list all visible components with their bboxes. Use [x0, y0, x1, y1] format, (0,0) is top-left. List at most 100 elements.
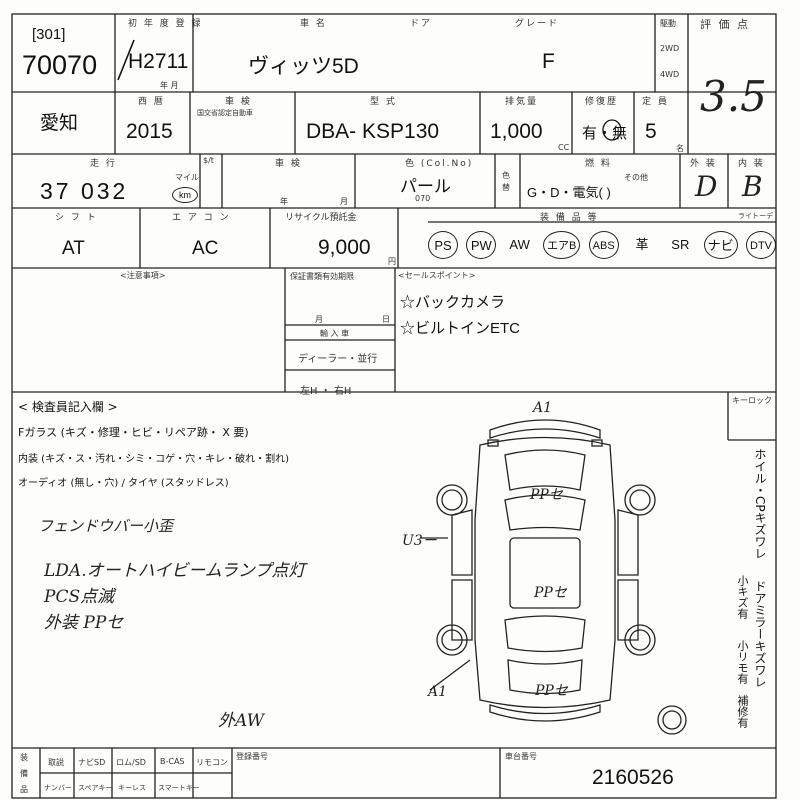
hand-note-2: LDA.オートハイビームランプ点灯 [44, 561, 306, 581]
inspection-label: 車 検 [225, 97, 252, 107]
drive-4wd: 4WD [660, 70, 680, 79]
shift-label: シ フ ト [55, 213, 98, 223]
outside-aw-note: 外AW [218, 711, 265, 731]
color-change-label: 色替 [502, 171, 510, 192]
frame-number-label: 車台番号 [505, 752, 537, 761]
capacity-label: 定 員 [642, 97, 669, 107]
mileage-label: 走 行 [90, 159, 117, 169]
interior-grade: B [742, 170, 763, 203]
year-label: 西 暦 [138, 97, 165, 107]
inspection-title: < 検査員記入欄 > [18, 400, 118, 414]
damage-mark-3: U3ー [402, 533, 437, 549]
equipment-item: PS [428, 231, 458, 259]
right-vertical-1: ホイル・CPキズワレ [753, 448, 767, 560]
grade-value: F [542, 50, 555, 73]
damage-mark-6: PPセ [535, 683, 568, 699]
shift-value: AT [62, 238, 85, 259]
lot-number: 70070 [22, 50, 98, 80]
footer-cell-rom-sd: ロム/SD [116, 758, 146, 767]
damage-mark-2: PPセ [530, 487, 563, 503]
reg-number-label: 登録番号 [236, 752, 268, 761]
lot-label: [301] [32, 26, 66, 43]
equipment-item: 革 [635, 237, 649, 252]
import-value: ディーラー・並行 [298, 354, 378, 365]
equipment-item: PW [466, 231, 497, 259]
equipment-right-label: ライトーデ [738, 212, 773, 220]
warranty-month: 月 [315, 315, 323, 324]
hand-note-1: フェンドウバー小歪 [38, 517, 174, 535]
drive-label: 駆動 [660, 19, 676, 28]
equipment-item: AW [509, 237, 530, 252]
color-value: パール [400, 177, 451, 196]
footer-cell-remote: リモコン [196, 758, 228, 767]
footer-cell-bcas: B-CAS [160, 757, 185, 766]
equipment-item: SR [671, 237, 690, 252]
exterior-label: 外 装 [690, 159, 717, 169]
model-value: DBA- KSP130 [306, 120, 440, 143]
right-vertical-5: 補修有 [736, 695, 749, 728]
equipment-item: エアB [542, 231, 581, 259]
footer-side-label-3: 品 [20, 785, 28, 794]
displacement-value: 1,000 [490, 120, 543, 143]
footer-cell-navi-sd: ナビSD [78, 758, 106, 767]
footer-side-label-1: 装 [20, 753, 28, 762]
footer-cell-number: ナンバー [44, 784, 72, 792]
ac-label: エ ア コ ン [172, 213, 231, 223]
exterior-grade: D [695, 170, 718, 203]
footer-cell-smart-key: スマートキー [158, 784, 200, 792]
year-month-label: 年 月 [160, 81, 179, 90]
footer-cell-manual: 取説 [48, 758, 64, 767]
inspection-year-mark: 年 [280, 197, 288, 206]
right-vertical-3: ドアミラーキズワレ [753, 580, 767, 688]
color-number: 070 [415, 194, 431, 203]
displacement-label: 排気量 [505, 97, 539, 107]
hand-note-4: 外装 PPセ [44, 613, 124, 633]
damage-mark-1: A1 [533, 400, 553, 416]
sales-point-1: ☆バックカメラ [400, 294, 506, 311]
audio-tire-line: オーディオ (無し・穴) / タイヤ (スタッドレス) [18, 478, 229, 489]
equipment-item: ABS [588, 231, 619, 259]
repair-value: 有・無 [582, 125, 628, 142]
interior-line: 内装 (キズ・ス・汚れ・シミ・コゲ・穴・キレ・破れ・割れ) [18, 454, 289, 465]
damage-mark-4: PPセ [534, 585, 567, 601]
steering-value: 左H ・ 右H [300, 386, 352, 397]
mileage-unit-km: km [172, 187, 198, 203]
footer-cell-keyless: キーレス [118, 784, 146, 792]
region: 愛知 [40, 113, 79, 134]
score-value: 3.5 [700, 72, 767, 121]
hand-note-3: PCS点滅 [44, 587, 115, 607]
equipment-label: 装 備 品 等 [540, 213, 599, 223]
interior-label: 内 装 [738, 159, 765, 169]
mileage-value: 37 032 [40, 178, 129, 204]
mileage-unit-mile: マイル [175, 173, 199, 182]
fuel-other-label: その他 [624, 173, 648, 182]
import-label: 輸 入 車 [320, 329, 350, 338]
mileage-note: $/t [203, 156, 214, 165]
recycle-label: リサイクル預託金 [285, 213, 357, 223]
first-reg-label: 初 年 度 登 録 [128, 19, 203, 29]
repair-label: 修復歴 [585, 97, 619, 107]
inspection-date-label: 車 検 [275, 159, 302, 169]
footer-side-label-2: 備 [20, 769, 28, 778]
glass-line: Fガラス (キズ・修理・ヒビ・リペア跡・ X 要) [18, 426, 249, 439]
car-name: ヴィッツ5D [248, 55, 359, 78]
right-vertical-2: 小キズ有 [736, 575, 749, 619]
inspection-month-mark: 月 [340, 197, 348, 206]
car-name-label: 車 名 [300, 19, 327, 29]
damage-mark-5: A1 [428, 684, 448, 700]
fuel-label: 燃 料 [585, 159, 612, 169]
color-label: 色 (Col.No) [405, 159, 474, 169]
caution-label: <注意事項> [120, 271, 166, 280]
sales-point-2: ☆ビルトインETC [400, 320, 521, 337]
frame-number: 2160526 [592, 766, 674, 789]
inspection-note: 国交省認定自動車 [197, 109, 253, 117]
first-reg-value: H2711 [128, 50, 189, 73]
recycle-value: 9,000 [318, 236, 371, 259]
recycle-yen: 円 [388, 257, 396, 266]
ac-value: AC [192, 238, 219, 259]
key-lock-label: キーロック [732, 396, 772, 405]
